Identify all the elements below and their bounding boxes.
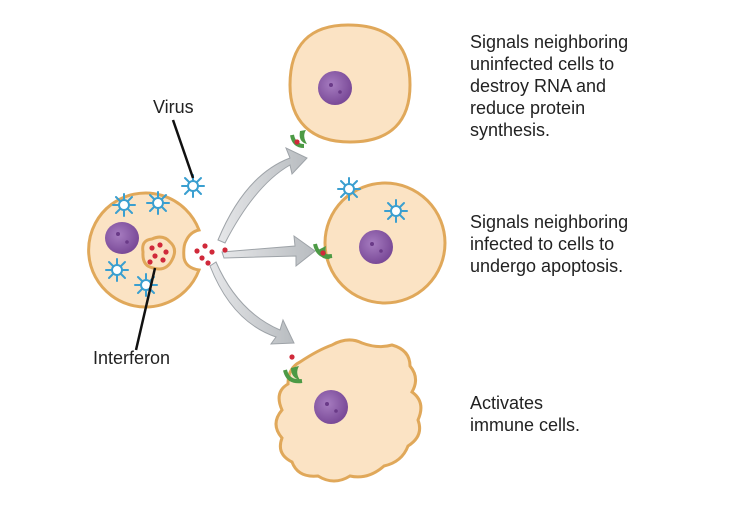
receptor-icon bbox=[290, 130, 307, 148]
receptor-icon bbox=[313, 243, 333, 260]
virus-icon bbox=[337, 177, 361, 201]
nucleus bbox=[105, 222, 139, 254]
nucleus bbox=[314, 390, 348, 424]
interferon-pointer bbox=[134, 267, 157, 351]
interferon-vesicle bbox=[141, 235, 177, 271]
immune-cell bbox=[274, 338, 423, 483]
virus-icon bbox=[384, 199, 408, 223]
arrow-to-middle-cell bbox=[221, 234, 316, 268]
virus-icon bbox=[146, 191, 170, 215]
infected-cell bbox=[87, 191, 202, 309]
uninfected-cell bbox=[288, 23, 412, 148]
effect-description-uninfected: Signals neighboring uninfected cells to … bbox=[470, 32, 629, 140]
virus-icon bbox=[105, 258, 129, 282]
infected-neighbor-cell bbox=[313, 181, 447, 305]
interferon-label: Interferon bbox=[93, 348, 171, 368]
receptor-icon bbox=[283, 354, 303, 384]
virus-pointer bbox=[171, 119, 195, 179]
arrow-to-top-cell bbox=[217, 146, 308, 244]
arrow-to-bottom-cell bbox=[209, 261, 295, 345]
virus-icon bbox=[181, 174, 205, 198]
nucleus bbox=[318, 71, 352, 105]
effect-description-apoptosis: Signals neighboring infected to cells to… bbox=[470, 212, 629, 276]
effect-description-immune: Activates immune cells. bbox=[470, 393, 581, 435]
virus-label: Virus bbox=[153, 97, 194, 117]
released-interferon bbox=[194, 243, 228, 266]
virus-icon bbox=[112, 193, 136, 217]
nucleus bbox=[359, 230, 393, 264]
